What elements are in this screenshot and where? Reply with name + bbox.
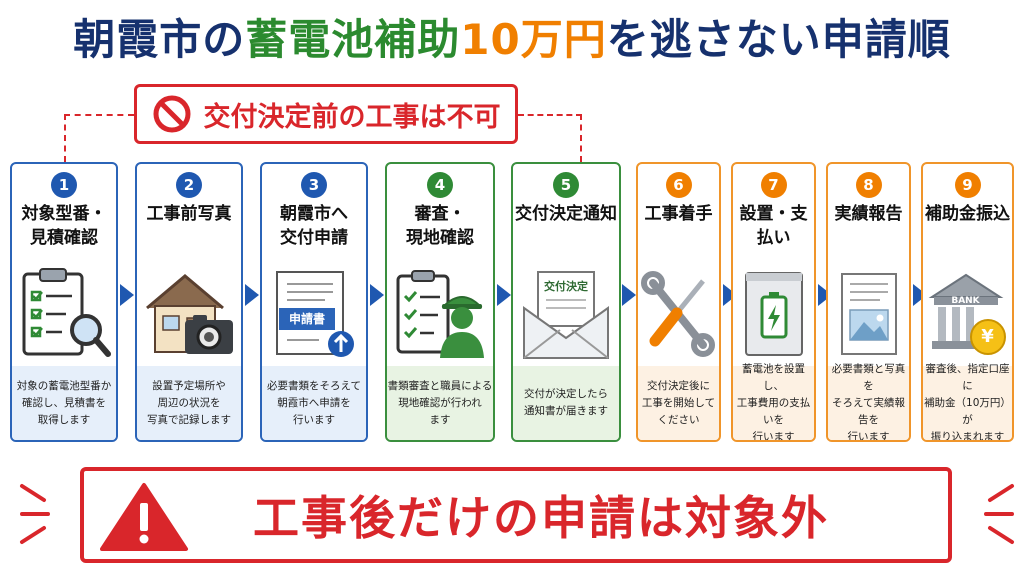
inspector-clipboard-icon (396, 270, 484, 358)
step-label: 朝霞市へ交付申請 (280, 204, 348, 248)
step-description: 審査後、指定口座に補助金（10万円）が振り込まれます (923, 362, 1012, 442)
clipboard-magnifier-icon (22, 268, 111, 357)
flow-arrow (818, 284, 832, 306)
step-number: 8 (855, 172, 882, 198)
dashed-connector-right-v (580, 114, 582, 162)
step-description: 対象の蓄電池型番か確認し、見積書を取得します (12, 366, 116, 440)
form-label: 申請書 (288, 312, 325, 326)
flow-arrow (245, 284, 259, 306)
flow-arrow (723, 284, 737, 306)
step-9-card: 9 補助金振込 BANK ¥ 審査後、指定口座に補助金（10万円）が振り込まれま… (921, 162, 1014, 442)
step-number: 1 (51, 172, 77, 198)
step-description: 交付決定後に工事を開始してください (638, 366, 719, 440)
step-label: 交付決定通知 (515, 204, 617, 224)
step-description: 交付が決定したら通知書が届きます (513, 366, 619, 440)
step-description: 必要書類をそろえて朝霞市へ申請を行います (262, 366, 366, 440)
step-label: 補助金振込 (925, 204, 1010, 224)
top-warning-box: 交付決定前の工事は不可 (134, 84, 518, 144)
bank-label: BANK (951, 296, 980, 306)
yen-symbol: ¥ (981, 326, 994, 347)
bottom-warning-text: 工事後だけの申請は対象外 (253, 491, 829, 545)
alert-burst-right-icon (984, 484, 1014, 544)
dashed-connector-left-v (64, 114, 66, 162)
step-label: 工事着手 (644, 204, 713, 224)
step-label: 対象型番・見積確認 (21, 204, 107, 248)
step-label: 実績報告 (834, 204, 903, 224)
step-7-card: 7 設置・支払い 蓄電池を設置し、工事費用の支払いを行います (731, 162, 816, 442)
flow-arrow (120, 284, 134, 306)
step-3-card: 3 朝霞市へ交付申請 申請書 必要書類をそろえて朝霞市へ申請を行います (260, 162, 368, 442)
step-description: 書類審査と職員による現地確認が行われます (387, 366, 493, 440)
step-number: 3 (301, 172, 327, 198)
step-description: 必要書類と写真をそろえて実績報告を行います (828, 363, 909, 440)
application-form-icon: 申請書 (269, 268, 359, 360)
flow-arrow (497, 284, 511, 306)
step-description: 設置予定場所や周辺の状況を写真で記録します (137, 366, 241, 440)
flow-arrow (913, 284, 927, 306)
envelope-notice-icon: 交付決定 (520, 268, 612, 360)
alert-burst-left-icon (20, 484, 50, 544)
step-8-card: 8 実績報告 必要書類と写真をそろえて実績報告を行います (826, 162, 911, 442)
report-document-icon (840, 273, 897, 355)
flow-arrow (622, 284, 636, 306)
step-label: 設置・支払い (739, 204, 808, 248)
step-6-card: 6 工事着手 交付決定後に工事を開始してください (636, 162, 721, 442)
title-part-3: 10万円 (460, 15, 607, 64)
battery-unit-icon (744, 272, 803, 356)
step-5-card: 5 交付決定通知 交付決定 交付が決定したら通知書が届きます (511, 162, 621, 442)
title-part-2: 蓄電池補助 (245, 15, 461, 64)
page-title: 朝霞市の蓄電池補助10万円を逃さない申請順 (0, 10, 1024, 70)
step-number: 6 (665, 172, 692, 198)
bank-yen-icon: BANK ¥ (926, 269, 1010, 359)
step-description: 蓄電池を設置し、工事費用の支払いを行います (733, 363, 814, 440)
bottom-warning-box: 工事後だけの申請は対象外 (80, 467, 952, 563)
notice-label: 交付決定 (544, 280, 588, 293)
step-number: 9 (954, 172, 981, 198)
step-2-card: 2 工事前写真 設置予定場所や周辺の状況を写真で記録します (135, 162, 243, 442)
step-label: 工事前写真 (146, 204, 232, 224)
step-number: 2 (176, 172, 202, 198)
step-1-card: 1 対象型番・見積確認 対象の蓄電池型番か確認し、見積書を取得します (10, 162, 118, 442)
title-part-1: 朝霞市の (73, 15, 246, 64)
warning-triangle-icon (100, 483, 188, 551)
step-number: 4 (427, 172, 453, 198)
title-part-4: を逃さない申請順 (606, 15, 951, 64)
step-4-card: 4 審査・現地確認 書類審査と職員による現地確認が行われます (385, 162, 495, 442)
dashed-connector-right-h (518, 114, 582, 116)
wrench-screwdriver-icon (640, 271, 715, 357)
dashed-connector-left-h (64, 114, 134, 116)
step-number: 7 (760, 172, 787, 198)
top-warning-text: 交付決定前の工事は不可 (203, 101, 501, 133)
step-label: 審査・現地確認 (406, 204, 474, 248)
flow-arrow (370, 284, 384, 306)
house-camera-icon (146, 274, 233, 354)
step-number: 5 (553, 172, 579, 198)
prohibited-icon (153, 95, 190, 133)
